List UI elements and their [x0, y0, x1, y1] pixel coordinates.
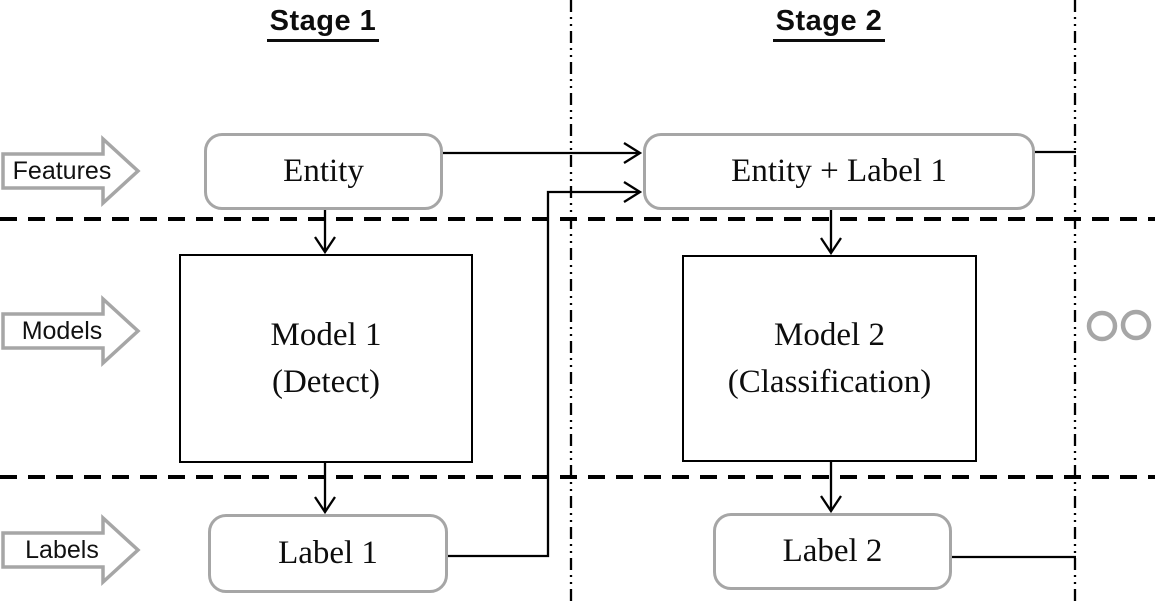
stage1-entity-box: Entity: [204, 133, 443, 210]
models-row-block-arrow-icon: [1, 295, 141, 367]
features-row-label: Features: [12, 156, 112, 185]
stage2-title: Stage 2: [729, 5, 929, 42]
connector-model1-label1: [314, 463, 336, 515]
connector-entity1-entity2: [443, 142, 643, 164]
stage2-entity-box: Entity + Label 1: [643, 133, 1035, 210]
features-row-block-arrow-icon: [1, 135, 141, 207]
connector-label1-entity2-feedback: [448, 181, 643, 558]
connector-model2-label2: [820, 462, 842, 514]
stage1-title: Stage 1: [223, 5, 423, 42]
more-stages-circle-icon: [1086, 310, 1118, 342]
stage2-model-box: Model 2 (Classification): [682, 255, 977, 462]
labels-row-block-arrow-icon: [1, 514, 141, 586]
stage1-label-box: Label 1: [208, 514, 448, 593]
stage2-label-box: Label 2: [713, 513, 952, 590]
stage1-model-box: Model 1 (Detect): [179, 254, 473, 463]
labels-row-label: Labels: [25, 535, 99, 564]
more-stages-circle-icon: [1120, 309, 1152, 341]
connector-entity2-model2: [820, 210, 842, 256]
models-row-label: Models: [21, 316, 103, 345]
connector-entity1-model1: [314, 210, 336, 255]
